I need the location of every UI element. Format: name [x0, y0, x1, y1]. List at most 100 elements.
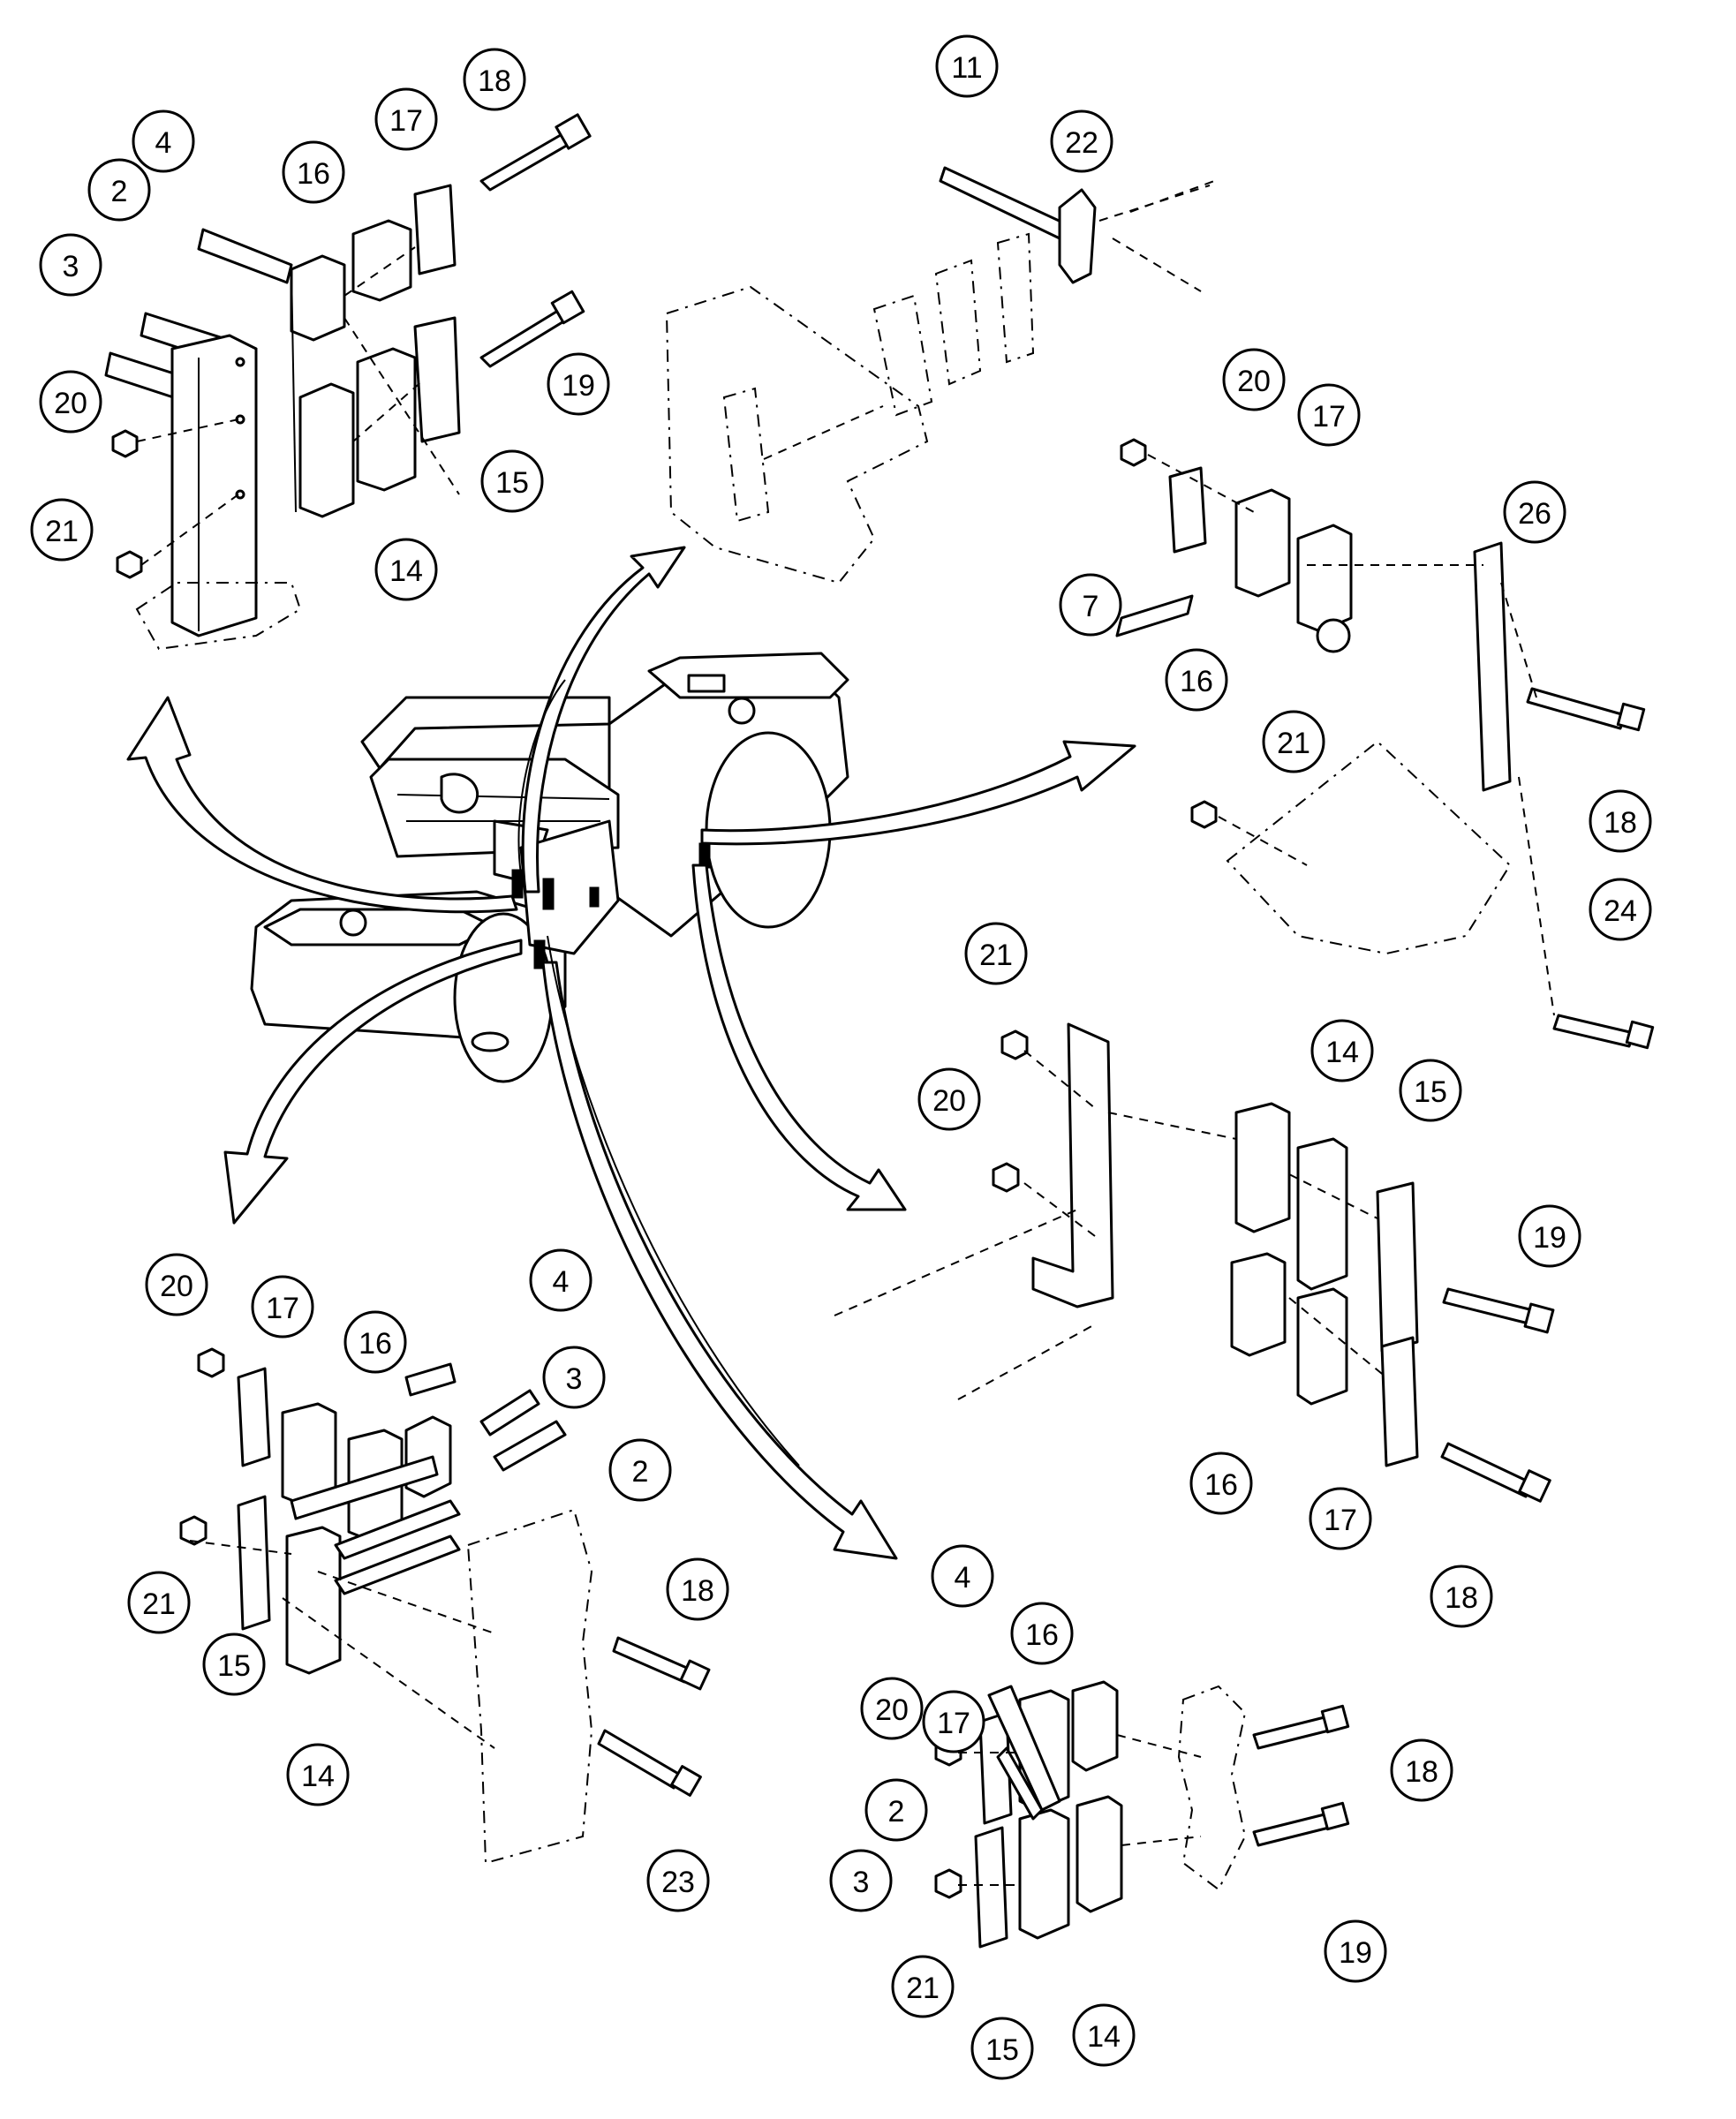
callout-balloon-2: 2 — [608, 1438, 672, 1502]
callout-circle — [127, 1571, 191, 1634]
callout-circle — [931, 1544, 994, 1608]
callout-balloon-11: 11 — [935, 34, 999, 98]
assembly-top-left — [104, 113, 592, 651]
callout-balloon-14: 14 — [1310, 1019, 1374, 1082]
callout-number: 4 — [155, 126, 172, 160]
callout-circle — [39, 370, 102, 434]
callout-circle — [1503, 480, 1566, 544]
callout-number: 11 — [951, 51, 982, 85]
callout-number: 3 — [566, 1362, 583, 1396]
callout-number: 16 — [1204, 1468, 1238, 1502]
callout-circle — [1309, 1487, 1372, 1550]
callout-balloon-15: 15 — [480, 449, 544, 513]
callout-circle — [1262, 710, 1325, 773]
callout-number: 2 — [111, 175, 128, 208]
callout-balloon-21: 21 — [127, 1571, 191, 1634]
callout-circle — [891, 1955, 955, 2018]
callout-number: 21 — [906, 1972, 940, 2005]
callout-balloon-18: 18 — [1430, 1565, 1493, 1628]
callout-number: 17 — [389, 104, 423, 138]
callout-balloon-17: 17 — [1297, 383, 1361, 447]
callout-circle — [1430, 1565, 1493, 1628]
callout-circle — [282, 140, 345, 204]
callout-balloon-3: 3 — [39, 233, 102, 297]
callout-number: 14 — [1325, 1036, 1359, 1069]
callout-balloon-19: 19 — [547, 352, 610, 416]
callout-circle — [542, 1346, 606, 1409]
callout-number: 18 — [681, 1574, 714, 1608]
callout-balloon-15: 15 — [970, 2017, 1034, 2080]
callout-balloon-16: 16 — [1189, 1452, 1253, 1515]
callout-circle — [608, 1438, 672, 1502]
callout-circle — [1324, 1919, 1387, 1983]
callout-balloon-3: 3 — [542, 1346, 606, 1409]
callout-number: 4 — [553, 1265, 570, 1299]
callout-number: 18 — [1445, 1581, 1478, 1615]
callout-number: 17 — [937, 1707, 970, 1740]
callout-circle — [132, 109, 195, 173]
callout-number: 15 — [495, 466, 529, 500]
callout-balloon-21: 21 — [30, 498, 94, 562]
callout-number: 20 — [932, 1084, 966, 1118]
callout-number: 19 — [1533, 1221, 1566, 1255]
callout-number: 7 — [1083, 590, 1099, 623]
callout-number: 16 — [359, 1327, 392, 1361]
assembly-lower-middle — [934, 1680, 1350, 1949]
callout-number: 20 — [875, 1693, 909, 1727]
assembly-right-middle — [834, 1022, 1555, 1503]
callout-number: 19 — [1339, 1936, 1372, 1970]
callout-balloon-20: 20 — [39, 370, 102, 434]
callout-circle — [480, 449, 544, 513]
callout-number: 20 — [1237, 365, 1271, 398]
callout-balloon-15: 15 — [202, 1633, 266, 1696]
callout-circle — [666, 1557, 729, 1621]
callout-number: 2 — [632, 1455, 649, 1489]
callout-number: 14 — [301, 1760, 335, 1793]
callout-balloon-17: 17 — [251, 1275, 314, 1339]
callout-number: 15 — [985, 2033, 1019, 2067]
callout-balloon-22: 22 — [1050, 109, 1113, 173]
callout-number: 17 — [266, 1292, 299, 1325]
callout-number: 16 — [1025, 1618, 1059, 1652]
callout-number: 21 — [979, 939, 1013, 972]
callout-balloon-4: 4 — [529, 1248, 593, 1312]
callout-circle — [860, 1677, 924, 1740]
callout-balloon-17: 17 — [1309, 1487, 1372, 1550]
callout-balloon-2: 2 — [87, 158, 151, 222]
callout-balloon-15: 15 — [1399, 1059, 1462, 1122]
callout-balloon-16: 16 — [1010, 1602, 1074, 1665]
callout-number: 21 — [1277, 727, 1310, 760]
callout-circle — [1390, 1738, 1453, 1802]
callout-balloons: 2341617181920211514112220172671621182421… — [30, 34, 1652, 2080]
callout-circle — [87, 158, 151, 222]
callout-balloon-16: 16 — [282, 140, 345, 204]
callout-number: 18 — [1405, 1755, 1438, 1789]
callout-circle — [343, 1310, 407, 1374]
callout-balloon-14: 14 — [286, 1743, 350, 1806]
callout-balloon-20: 20 — [860, 1677, 924, 1740]
callout-balloon-18: 18 — [666, 1557, 729, 1621]
callout-circle — [463, 48, 526, 111]
callout-number: 20 — [160, 1270, 193, 1303]
callout-number: 15 — [217, 1649, 251, 1683]
callout-circle — [202, 1633, 266, 1696]
callout-circle — [374, 538, 438, 601]
callout-number: 26 — [1518, 497, 1551, 531]
callout-balloon-16: 16 — [1165, 648, 1228, 712]
callout-circle — [529, 1248, 593, 1312]
callout-balloon-24: 24 — [1589, 878, 1652, 941]
callout-circle — [1589, 789, 1652, 853]
callout-circle — [374, 87, 438, 151]
callout-balloon-3: 3 — [829, 1849, 893, 1912]
callout-balloon-20: 20 — [917, 1067, 981, 1131]
callout-balloon-21: 21 — [964, 922, 1028, 985]
callout-circle — [1165, 648, 1228, 712]
callout-circle — [646, 1849, 710, 1912]
callout-circle — [547, 352, 610, 416]
callout-balloon-18: 18 — [1589, 789, 1652, 853]
callout-circle — [251, 1275, 314, 1339]
callout-balloon-18: 18 — [1390, 1738, 1453, 1802]
callout-balloon-21: 21 — [1262, 710, 1325, 773]
callout-number: 24 — [1604, 894, 1637, 928]
callout-balloon-18: 18 — [463, 48, 526, 111]
